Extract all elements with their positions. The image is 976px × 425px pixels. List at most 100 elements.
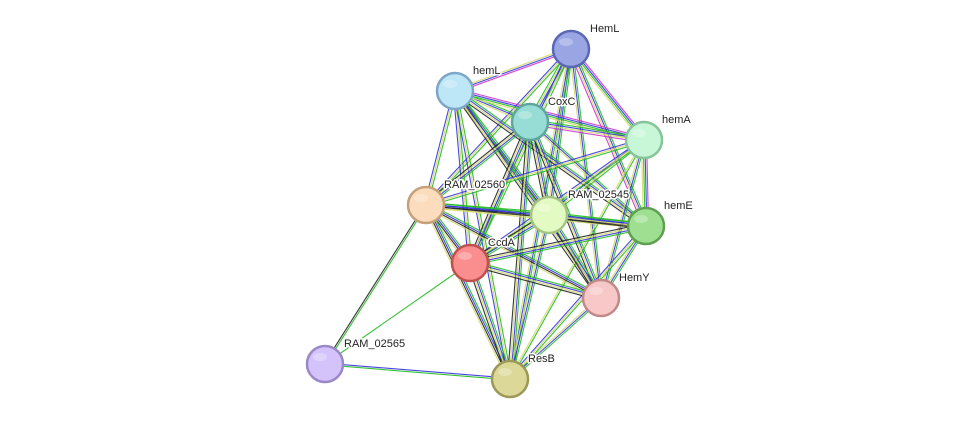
edge-channel (471, 49, 574, 264)
edge-channel (530, 118, 645, 139)
edge-channel (571, 48, 646, 140)
edge-channel (423, 205, 509, 381)
edge-channel (471, 122, 533, 265)
edge-channel (530, 120, 645, 140)
node-hemL[interactable] (435, 71, 475, 111)
node-RAM_02545[interactable] (529, 195, 569, 235)
edge-channel (455, 89, 645, 140)
node-circle[interactable] (305, 344, 345, 384)
node-label: RAM_02560 (444, 179, 505, 191)
edge-channel (469, 264, 601, 301)
edge-channel (470, 261, 602, 298)
edge-channel (468, 263, 510, 380)
node-label: CoxC (548, 96, 576, 108)
edge-channel (510, 122, 532, 380)
edge-CcdA-RAM_02565[interactable] (324, 262, 471, 365)
edge-channel (455, 50, 572, 94)
node-circle[interactable] (626, 206, 666, 246)
edge-channel (452, 92, 548, 217)
labels-layer: HemLhemLCoxChemARAM_02560RAM_02545hemECc… (343, 22, 695, 367)
edge-channel (509, 225, 647, 380)
edge-channel (470, 227, 647, 267)
edge-channel (569, 49, 646, 227)
edge-CoxC-CcdA[interactable] (467, 120, 533, 265)
node-circle[interactable] (435, 71, 475, 111)
node-highlight (443, 80, 457, 88)
node-circle[interactable] (450, 243, 490, 283)
node-RAM_02560[interactable] (406, 185, 446, 225)
node-circle[interactable] (551, 29, 591, 69)
edge-channel (325, 362, 511, 379)
node-highlight (313, 353, 327, 361)
node-highlight (537, 204, 551, 212)
edge-channel (455, 87, 645, 139)
edge-CcdA-ResB[interactable] (467, 261, 513, 381)
edge-HemL-hemE[interactable] (568, 47, 649, 228)
node-circle[interactable] (406, 185, 446, 225)
edge-channel (468, 121, 530, 263)
edge-channel (324, 364, 510, 381)
node-hemE[interactable] (626, 206, 666, 246)
edge-channel (529, 122, 644, 142)
edge-channel (456, 89, 552, 214)
node-hemA[interactable] (624, 120, 664, 160)
edge-channel (427, 123, 532, 208)
edge-CoxC-RAM_02560[interactable] (424, 119, 532, 208)
node-HemY[interactable] (581, 278, 621, 318)
node-CcdA[interactable] (450, 243, 490, 283)
edge-channel (425, 48, 572, 206)
edge-HemY-ResB[interactable] (508, 296, 603, 381)
node-label: hemE (664, 200, 693, 212)
node-label: HemY (619, 272, 650, 284)
edge-channel (452, 91, 469, 264)
edge-hemA-RAM_02560[interactable] (425, 137, 645, 208)
edge-channel (456, 89, 604, 297)
node-highlight (559, 38, 573, 46)
edge-hemE-ResB[interactable] (508, 224, 648, 381)
edge-RAM_02545-ResB[interactable] (507, 214, 552, 380)
edge-CoxC-hemA[interactable] (529, 118, 645, 144)
edge-HemL-hemL[interactable] (454, 46, 572, 94)
edge-channel (549, 140, 646, 217)
edge-channel (572, 47, 649, 226)
edge-channel (426, 202, 603, 297)
edge-RAM_02560-RAM_02565[interactable] (323, 204, 428, 365)
node-label: RAM_02565 (344, 338, 405, 350)
node-CoxC[interactable] (510, 102, 550, 142)
node-highlight (458, 252, 472, 260)
edge-channel (509, 214, 550, 380)
edge-hemE-CcdA[interactable] (469, 222, 647, 267)
node-circle[interactable] (490, 359, 530, 399)
edge-channel (325, 205, 428, 365)
edge-CcdA-HemY[interactable] (469, 260, 602, 301)
edge-channel (471, 261, 513, 379)
node-HemL[interactable] (551, 29, 591, 69)
node-label: CcdA (488, 237, 516, 249)
edge-ResB-RAM_02565[interactable] (324, 362, 511, 381)
edge-channel (470, 262, 512, 379)
edge-channel (454, 91, 646, 228)
edge-channel (507, 214, 548, 379)
edge-channel (470, 226, 647, 265)
node-circle[interactable] (529, 195, 569, 235)
edge-channel (455, 89, 647, 226)
node-circle[interactable] (581, 278, 621, 318)
edge-hemL-RAM_02545[interactable] (452, 89, 552, 217)
edge-channel (453, 91, 549, 216)
edge-channel (470, 260, 602, 297)
edge-channel (568, 49, 645, 228)
edge-channel (467, 263, 509, 381)
node-RAM_02565[interactable] (305, 344, 345, 384)
node-highlight (414, 194, 428, 202)
node-circle[interactable] (624, 120, 664, 160)
edge-hemL-RAM_02560[interactable] (423, 90, 458, 206)
edge-channel (602, 140, 647, 299)
edge-channel (324, 262, 471, 365)
edge-channel (569, 49, 644, 141)
node-label: RAM_02545 (568, 189, 629, 201)
edge-channel (510, 298, 603, 381)
node-circle[interactable] (510, 102, 550, 142)
edge-channel (423, 90, 454, 205)
edge-HemL-RAM_02560[interactable] (424, 47, 573, 207)
node-ResB[interactable] (490, 359, 530, 399)
